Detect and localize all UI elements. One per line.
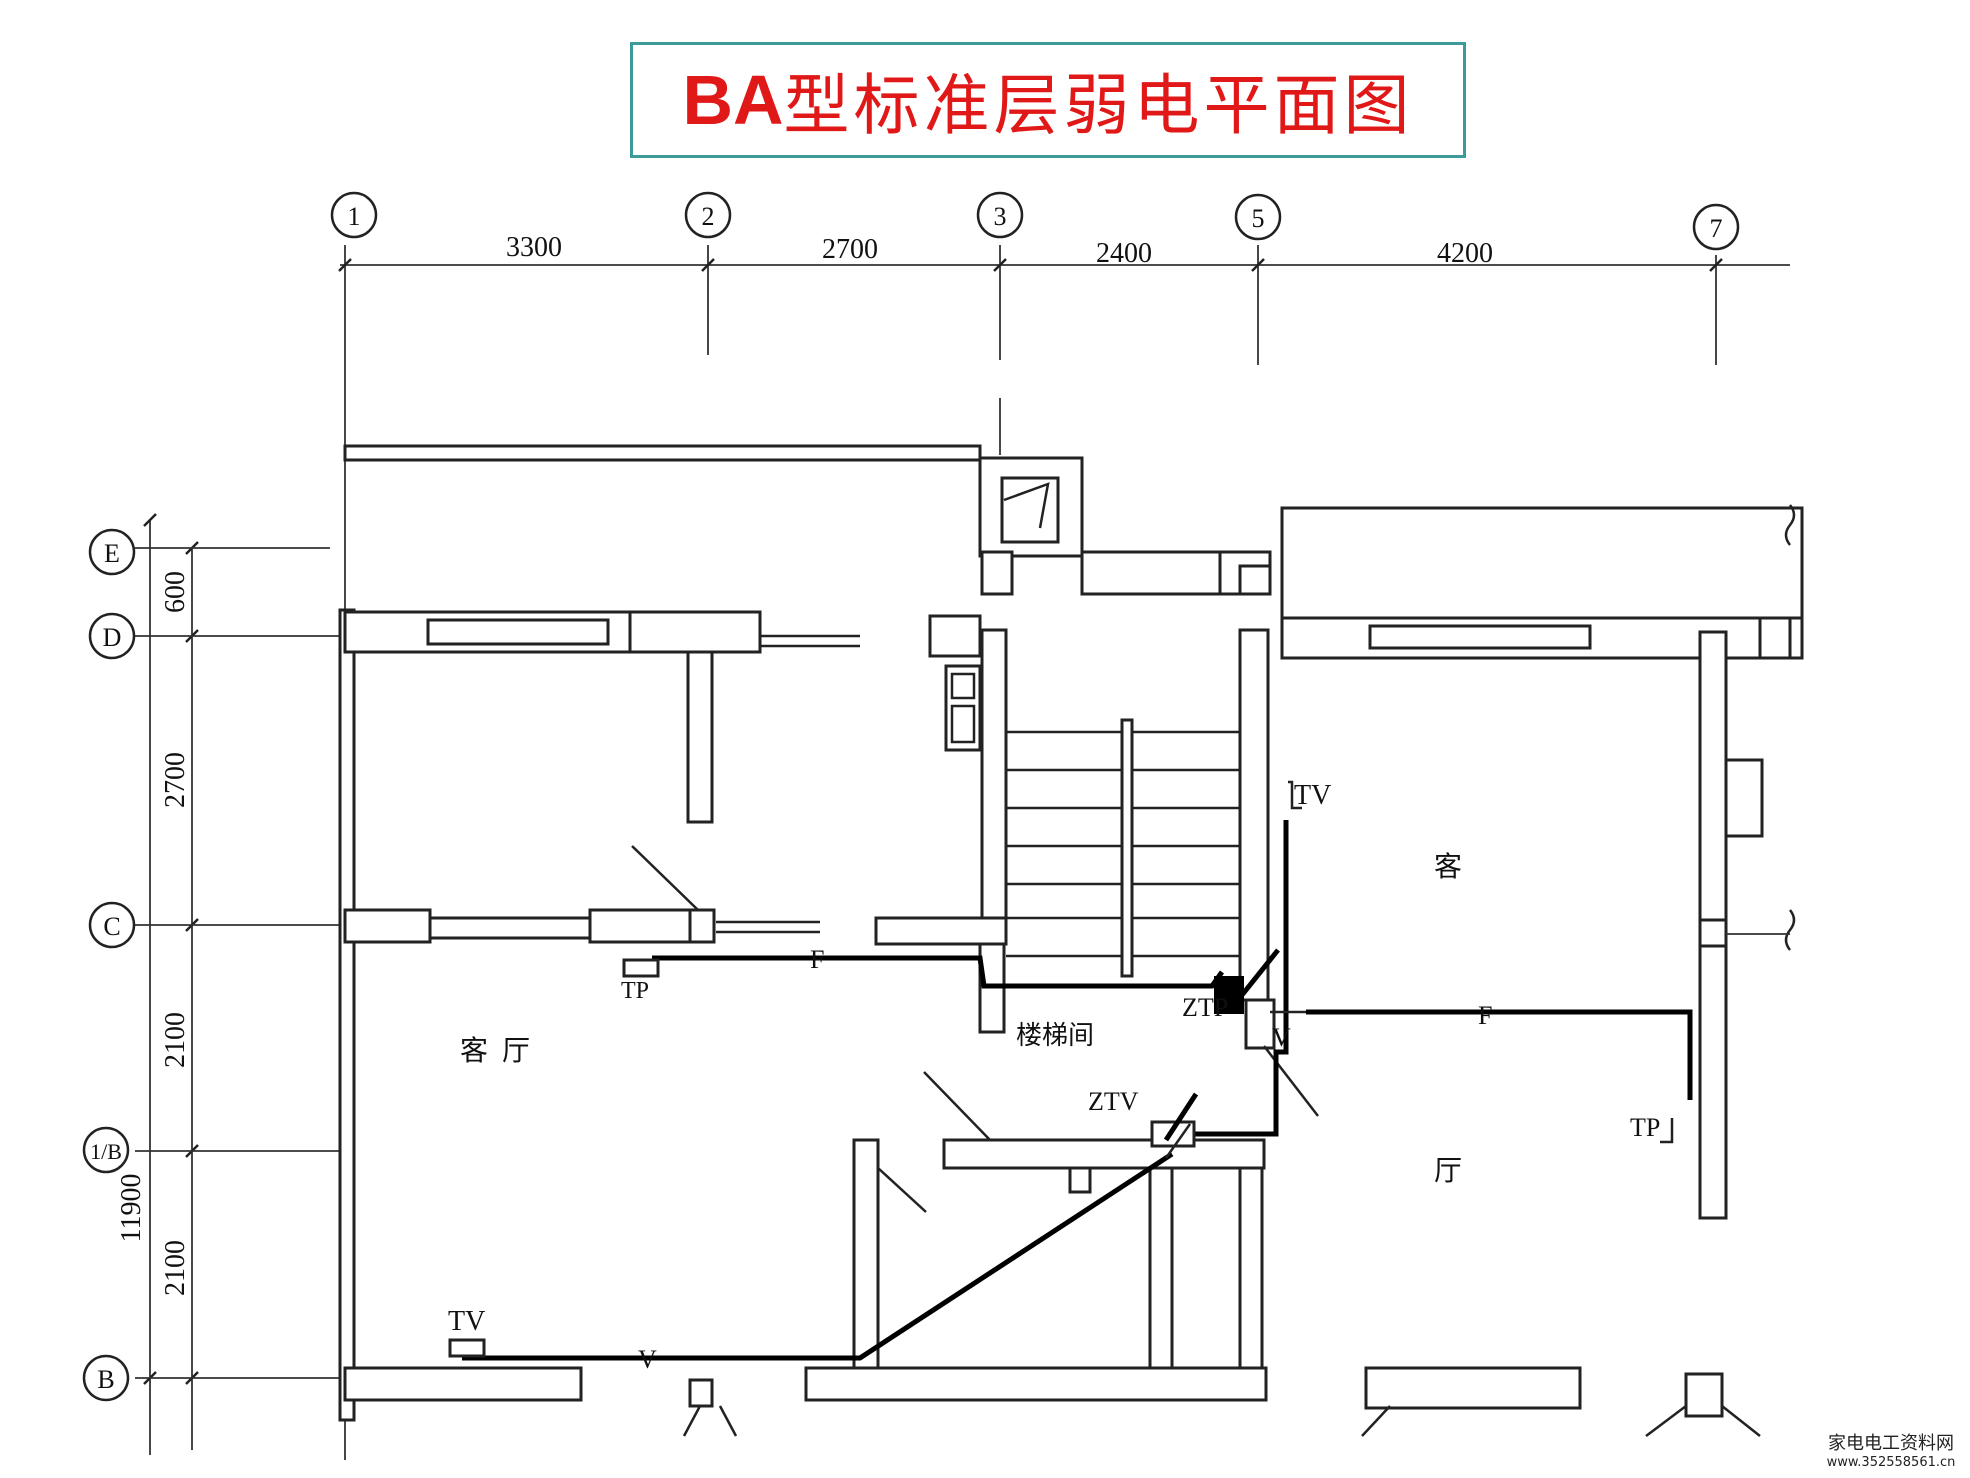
room-living-right-2: 厅 (1434, 1156, 1462, 1187)
vertical-dimensions: 600 2700 2100 2100 11900 (116, 571, 191, 1296)
axis-bubble-E (88, 528, 136, 576)
axis-bubble-1B (82, 1126, 130, 1174)
outlet-tp-left-label: TP (621, 978, 649, 1004)
dim-2700-v: 2700 (160, 752, 191, 808)
wire-label-f-left: F (810, 945, 824, 974)
axis-bubble-1 (330, 191, 378, 239)
title-latin: BA (682, 61, 784, 139)
horizontal-dimensions: 3300 2700 2400 4200 (506, 232, 1493, 269)
outlet-tp-left: TP (621, 958, 660, 1004)
walls (338, 444, 1804, 1422)
axis-label-1B: 1/B (90, 1139, 122, 1164)
outlet-tp-right-label: TP (1630, 1113, 1660, 1142)
axis-bubble-5 (1234, 193, 1282, 241)
axis-bubble-C (88, 901, 136, 949)
dim-total-11900: 11900 (116, 1174, 147, 1243)
row-grid (135, 513, 345, 1455)
axis-bubble-B (82, 1354, 130, 1402)
wiring (462, 820, 1693, 1361)
outlet-tp-right: TP (1630, 1113, 1674, 1144)
wire-label-v-bottom: V (638, 1345, 657, 1374)
wire-label-f-right: F (1478, 1001, 1492, 1030)
outlet-tv-top: TV (1288, 780, 1331, 811)
axis-label-C: C (103, 912, 120, 941)
wire-label-v-right: V (1272, 1023, 1291, 1052)
dim-3300: 3300 (506, 232, 562, 263)
axis-label-2: 2 (702, 202, 715, 231)
outlet-tv-bottom: TV (448, 1306, 486, 1358)
dim-4200: 4200 (1437, 238, 1493, 269)
axis-bubble-D (88, 612, 136, 660)
axis-label-7: 7 (1710, 214, 1723, 243)
axis-label-1: 1 (348, 202, 361, 231)
dim-2700-h: 2700 (822, 234, 878, 265)
column-axis-bubbles: 1 2 3 5 7 (330, 191, 1740, 251)
staircase (1006, 718, 1240, 978)
dim-2100-upper: 2100 (160, 1012, 191, 1068)
room-living-left: 客 厅 (460, 1035, 530, 1067)
title-text: 型标准层弱电平面图 (783, 67, 1414, 144)
axis-label-E: E (104, 539, 120, 568)
axis-label-B: B (97, 1365, 114, 1394)
room-labels: 客 厅 楼梯间 客 厅 (460, 851, 1462, 1187)
watermark-site: 家电电工资料网 (1828, 1433, 1954, 1454)
axis-bubble-2 (684, 191, 732, 239)
column-grid (338, 245, 1790, 1460)
axis-bubble-7 (1692, 203, 1740, 251)
axis-label-3: 3 (994, 202, 1007, 231)
annotations: ZTP ZTV F F V V (638, 945, 1492, 1374)
outlet-tv-bottom-label: TV (448, 1306, 485, 1337)
axis-label-5: 5 (1252, 204, 1265, 233)
outlet-tv-top-label: TV (1294, 780, 1331, 811)
room-stair: 楼梯间 (1016, 1021, 1094, 1050)
door-swings (631, 845, 1761, 1437)
site-watermark: 家电电工资料网 www.352558561.cn (1816, 1429, 1966, 1470)
axis-label-D: D (103, 623, 122, 652)
axis-bubble-3 (976, 191, 1024, 239)
dim-2400: 2400 (1096, 238, 1152, 269)
ztp-label: ZTP (1182, 993, 1228, 1022)
ztv-label: ZTV (1088, 1087, 1139, 1116)
dim-600: 600 (160, 571, 191, 613)
dim-2100-lower: 2100 (160, 1240, 191, 1296)
break-lines (1726, 504, 1796, 951)
row-axis-bubbles: E D C 1/B B (82, 528, 136, 1402)
room-living-right-1: 客 (1434, 851, 1462, 883)
watermark-url: www.352558561.cn (1826, 1455, 1956, 1470)
